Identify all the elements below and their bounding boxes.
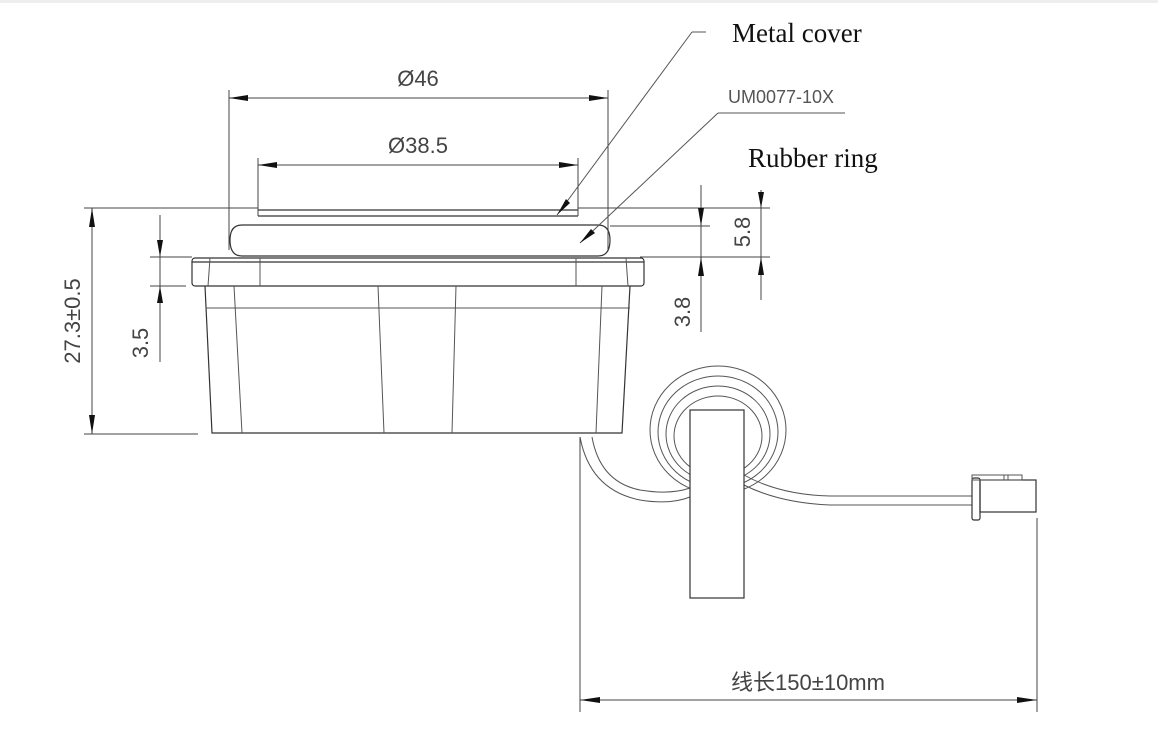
part-code-label: UM0077-10X <box>728 87 834 107</box>
leader-rubber-ring <box>579 112 845 244</box>
dim-cable-length <box>579 437 1038 712</box>
inner-diameter-label: Ø38.5 <box>388 133 448 158</box>
dim-outer-diameter <box>228 90 609 250</box>
cover-height-label: 5.8 <box>730 217 755 248</box>
outer-diameter-label: Ø46 <box>397 66 439 91</box>
cable <box>579 436 972 506</box>
dim-total-height <box>84 207 258 435</box>
metal-cover-shape <box>258 209 578 217</box>
rubber-ring-shape <box>229 224 611 257</box>
dim-cover-height <box>578 185 770 332</box>
cable-coil <box>649 365 787 599</box>
leader-metal-cover <box>556 31 706 216</box>
top-border <box>0 0 1158 3</box>
connector <box>971 474 1037 521</box>
metal-cover-label: Metal cover <box>732 18 862 48</box>
ring-offset-label: 3.8 <box>670 297 695 328</box>
cable-length-label: 线长150±10mm <box>731 670 885 695</box>
flange-height-label: 3.5 <box>128 328 153 359</box>
total-height-label: 27.3±0.5 <box>60 278 85 363</box>
housing-body <box>204 285 631 434</box>
dim-inner-diameter <box>257 158 579 216</box>
dim-flange-height <box>150 215 192 362</box>
rubber-ring-label: Rubber ring <box>748 143 878 173</box>
flange-shape <box>191 257 645 287</box>
